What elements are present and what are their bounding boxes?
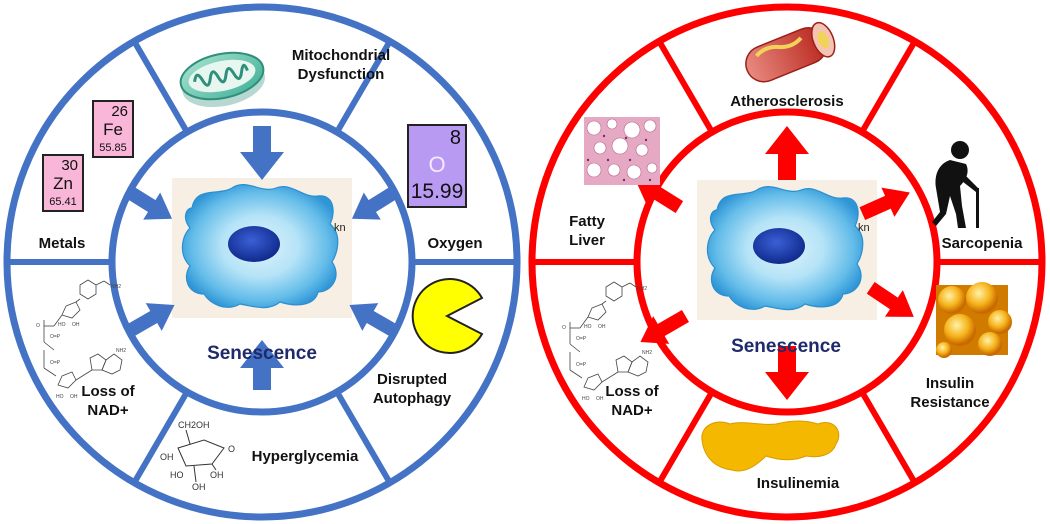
svg-text:OH: OH (160, 452, 174, 462)
fatty-liver-histology-icon (584, 117, 660, 185)
label-disrupted-autophagy: Disrupted Autophagy (362, 370, 462, 408)
zinc-atomic-mass: 65.41 (49, 196, 77, 208)
label-sarcopenia: Sarcopenia (941, 235, 1023, 252)
svg-text:CH2OH: CH2OH (178, 420, 210, 430)
label-autophagy-line1: Disrupted (376, 371, 447, 388)
senescence-label-left: Senescence (207, 343, 317, 364)
svg-text:OH: OH (210, 470, 224, 480)
cell-annotation-left: kn (334, 222, 346, 234)
label-fatty-liver-line2: Liver (569, 232, 605, 249)
label-insulinemia: Insulinemia (756, 475, 840, 492)
oxygen-atomic-mass: 15.99 (410, 180, 464, 203)
label-insulin-resistance-line1: Insulin (925, 375, 975, 392)
element-tile-iron: 26 Fe 55.85 (92, 100, 134, 158)
right-outward-arrows (635, 126, 914, 400)
iron-atomic-mass: 55.85 (99, 142, 127, 154)
mitochondrion-icon (179, 51, 265, 108)
label-oxygen: Oxygen (427, 235, 483, 252)
label-loss-of-nad-left: Loss of NAD+ (68, 382, 148, 420)
left-segment-dividers (7, 39, 517, 485)
adipocytes-icon (936, 282, 1012, 358)
label-insulin-resistance-line2: Resistance (910, 394, 990, 411)
right-diagram (528, 3, 1046, 521)
label-mitochondrial-dysfunction: Mitochondrial Dysfunction (266, 46, 416, 84)
label-nad-right-line2: NAD+ (611, 402, 653, 419)
oxygen-symbol: O (428, 152, 446, 177)
label-insulin-resistance: Insulin Resistance (900, 374, 1000, 412)
label-nad-left-line1: Loss of (81, 383, 135, 400)
left-senescent-cell-image (171, 177, 353, 319)
left-inward-arrows (124, 126, 400, 390)
label-nad-right-line1: Loss of (605, 383, 659, 400)
label-metals: Metals (38, 235, 86, 252)
svg-text:HO: HO (170, 470, 184, 480)
right-segment-dividers (532, 39, 1042, 485)
oxygen-atomic-number: 8 (449, 127, 461, 149)
label-nad-left-line2: NAD+ (87, 402, 129, 419)
right-senescent-cell-image (696, 179, 878, 321)
label-mitochondrial-line2: Dysfunction (297, 66, 385, 83)
element-tile-oxygen: 8 O 15.99 (407, 124, 467, 208)
label-loss-of-nad-right: Loss of NAD+ (592, 382, 672, 420)
artery-plaque-icon (745, 21, 836, 83)
label-fatty-liver: Fatty Liver (552, 212, 622, 250)
svg-text:O: O (228, 444, 235, 454)
iron-symbol: Fe (103, 120, 123, 139)
label-autophagy-line2: Autophagy (372, 390, 452, 407)
senescence-label-right: Senescence (731, 336, 841, 357)
zinc-symbol: Zn (53, 174, 73, 193)
glucose-molecule-icon: CH2OH O OH HO OH OH (160, 420, 235, 492)
label-mitochondrial-line1: Mitochondrial (291, 47, 391, 64)
svg-text:OH: OH (192, 482, 206, 492)
label-hyperglycemia: Hyperglycemia (251, 448, 359, 465)
pancreas-icon (701, 420, 840, 472)
zinc-atomic-number: 30 (61, 157, 78, 174)
iron-atomic-number: 26 (111, 103, 128, 120)
left-diagram: CH2OH O OH HO OH OH (3, 3, 521, 521)
pacman-icon (411, 278, 484, 354)
label-atherosclerosis: Atherosclerosis (730, 93, 844, 110)
label-fatty-liver-line1: Fatty (569, 213, 605, 230)
cell-annotation-right: kn (858, 222, 870, 234)
element-tile-zinc: 30 Zn 65.41 (42, 154, 84, 212)
elderly-person-cane-icon (932, 141, 979, 228)
